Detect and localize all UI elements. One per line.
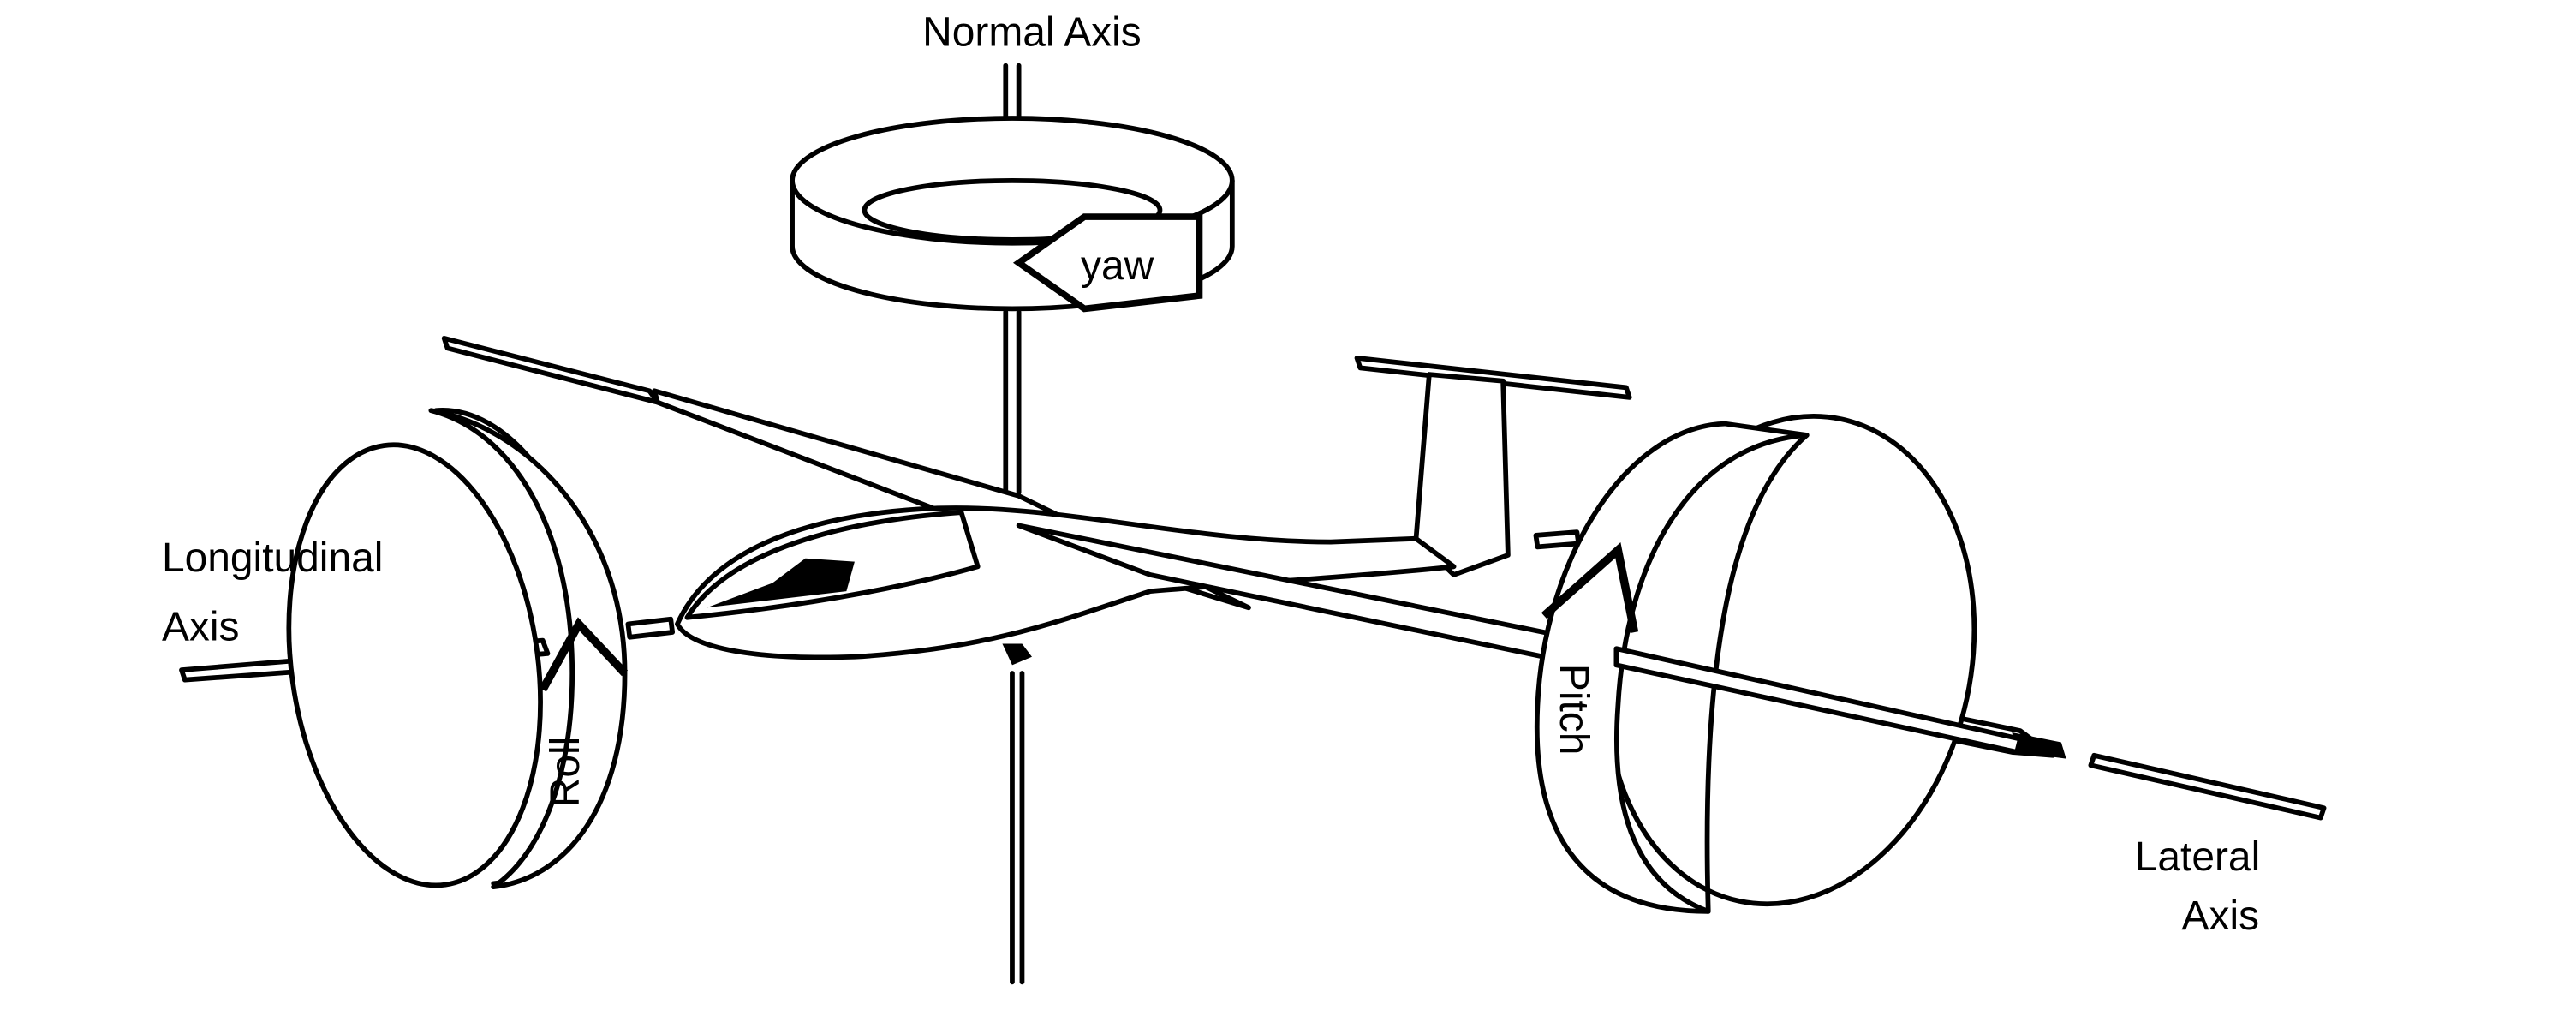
longitudinal-axis-nose-rod — [625, 616, 676, 640]
roll-label: Roll — [543, 737, 588, 808]
yaw-ring — [790, 116, 1235, 313]
pitch-label: Pitch — [1551, 664, 1596, 756]
pitch-ring — [1534, 414, 2023, 914]
normal-axis-label: Normal Axis — [922, 10, 1142, 56]
roll-ring — [286, 408, 629, 890]
longitudinal-axis-label-line1: Longitudinal — [162, 535, 383, 581]
normal-axis-rod — [1003, 63, 1025, 985]
longitudinal-axis-label-line2: Axis — [162, 605, 240, 650]
glider — [441, 336, 2066, 759]
lateral-axis-rod-left — [1533, 529, 1582, 550]
lateral-axis-label-line2: Axis — [2182, 894, 2260, 939]
lateral-axis-label-line1: Lateral — [2135, 834, 2260, 880]
yaw-label: yaw — [1081, 243, 1154, 289]
lateral-axis-rod-right — [2088, 752, 2327, 821]
